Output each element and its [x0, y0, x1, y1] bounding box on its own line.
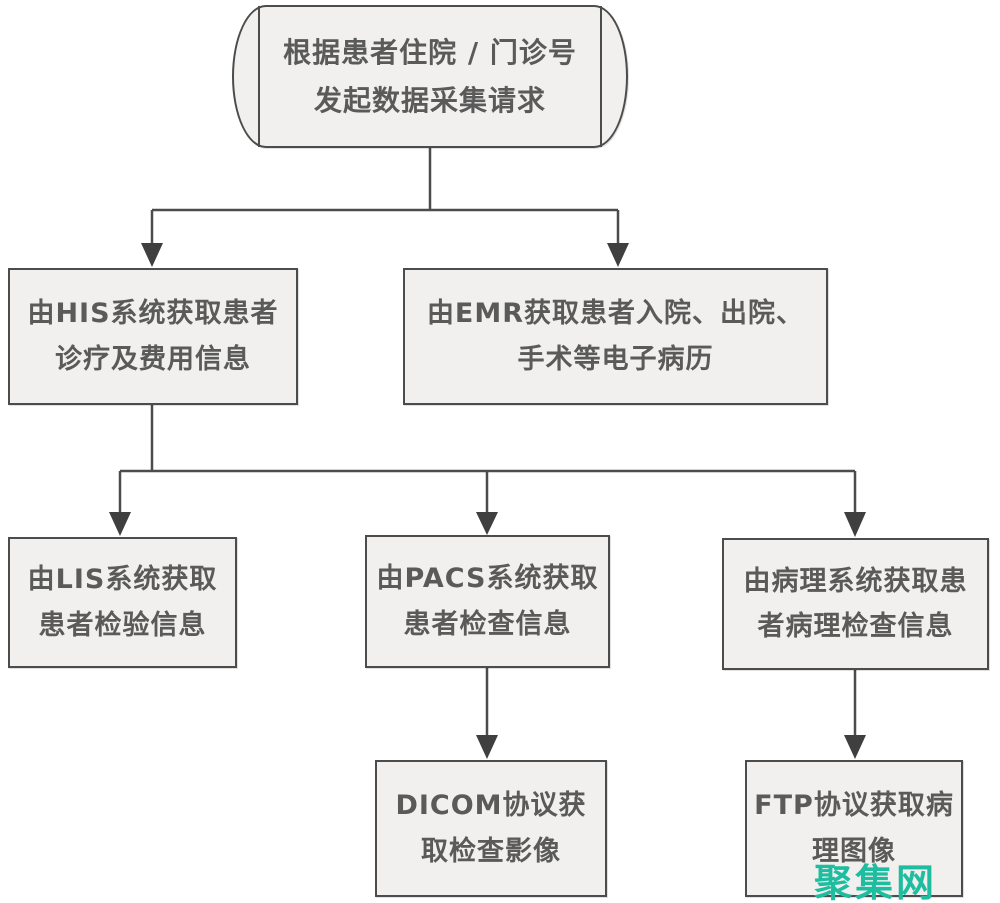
- his-box-label-line1: 由HIS系统获取患者: [27, 298, 279, 330]
- pathology-box-label-line2: 者病理检查信息: [757, 611, 954, 642]
- arrowhead-to-pacs: [476, 512, 498, 535]
- arrowhead-to-his: [141, 243, 163, 267]
- pathology-box: 由病理系统获取患 者病理检查信息: [722, 538, 989, 670]
- pacs-box-label-line2: 患者检查信息: [403, 608, 572, 640]
- arrowhead-to-pathology: [844, 512, 866, 537]
- connector-his-split: [118, 405, 857, 514]
- arrowhead-to-dicom: [476, 735, 498, 759]
- arrowhead-to-emr: [607, 243, 629, 267]
- emr-box-label-line1: 由EMR获取患者入院、出院、: [426, 298, 805, 330]
- his-box: 由HIS系统获取患者 诊疗及费用信息: [8, 268, 298, 405]
- terminator-left-cap: [258, 6, 260, 147]
- dicom-box: DICOM协议获 取检查影像: [375, 760, 607, 897]
- lis-box-label-line2: 患者检验信息: [38, 609, 207, 641]
- dicom-box-label-line1: DICOM协议获: [395, 790, 587, 822]
- dicom-box-label-line2: 取检查影像: [421, 835, 561, 867]
- pathology-box-label-line1: 由病理系统获取患: [743, 565, 968, 597]
- start-node: 根据患者住院 / 门诊号 发起数据采集请求: [232, 5, 628, 148]
- lis-box-label-line1: 由LIS系统获取: [27, 564, 218, 596]
- emr-box: 由EMR获取患者入院、出院、 手术等电子病历: [403, 268, 828, 405]
- ftp-box: FTP协议获取病 理图像: [745, 760, 963, 897]
- start-node-label-line2: 发起数据采集请求: [313, 83, 546, 117]
- start-node-label-line1: 根据患者住院 / 门诊号: [283, 36, 577, 70]
- arrowhead-to-lis: [109, 512, 131, 536]
- pacs-box-label-line1: 由PACS系统获取: [376, 563, 599, 595]
- emr-box-label-line2: 手术等电子病历: [517, 343, 714, 375]
- terminator-right-cap: [600, 6, 602, 147]
- ftp-box-label-line1: FTP协议获取病: [754, 790, 954, 822]
- ftp-box-label-line2: 理图像: [812, 835, 896, 867]
- arrowhead-to-ftp: [844, 735, 866, 759]
- connector-start-split: [150, 148, 620, 246]
- pacs-box: 由PACS系统获取 患者检查信息: [365, 535, 610, 668]
- site-watermark: 聚集网: [814, 861, 938, 903]
- his-box-label-line2: 诊疗及费用信息: [55, 343, 251, 375]
- lis-box: 由LIS系统获取 患者检验信息: [8, 537, 237, 668]
